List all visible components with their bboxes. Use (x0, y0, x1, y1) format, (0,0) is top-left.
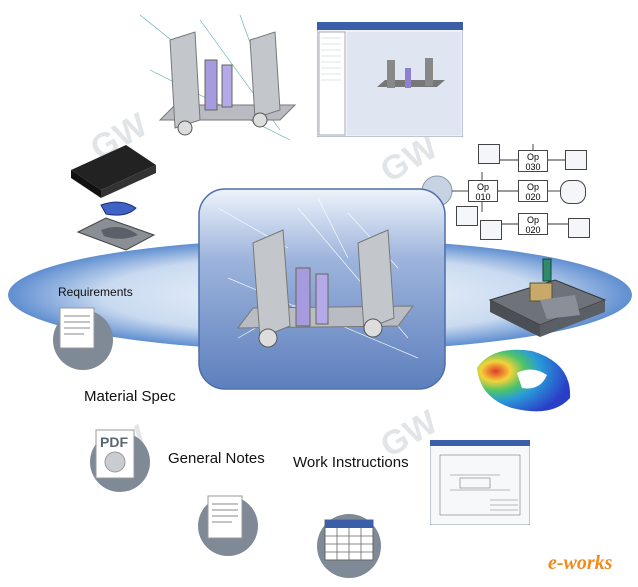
op-number: 010 (475, 192, 491, 202)
probe-icon (568, 218, 590, 238)
op-label: Op (526, 215, 539, 225)
pdf-document-icon: PDF (80, 422, 158, 494)
requirements-label: Requirements (58, 285, 133, 299)
op-label: Op (526, 152, 539, 162)
op-label: Op (526, 182, 539, 192)
fixture-drawing-top (139, 14, 297, 141)
tool-icon (478, 144, 500, 164)
general-notes-document-icon (198, 495, 258, 556)
op-label: Op (476, 182, 489, 192)
work-instructions-label: Work Instructions (293, 454, 409, 471)
work-instruction-drawing (430, 440, 530, 525)
spreadsheet-icon (317, 514, 381, 578)
op-number: 020 (525, 225, 541, 235)
general-notes-label: General Notes (168, 450, 265, 467)
eworks-logo: e-works (548, 552, 613, 574)
fixture-icon (456, 206, 478, 226)
chart-icon (565, 150, 587, 170)
op-number: 030 (525, 162, 541, 172)
requirements-document-icon (53, 307, 113, 370)
cnc-machine (488, 258, 607, 337)
material-spec-label: Material Spec (84, 388, 176, 405)
toolpath-icon (480, 220, 502, 240)
cad-software-screenshot (317, 22, 463, 137)
center-3d-model-panel (198, 188, 446, 390)
fea-result (477, 349, 571, 412)
pdf-label: PDF (100, 434, 128, 450)
machine-icon (560, 180, 586, 204)
toolpath-part (71, 145, 156, 251)
op-number: 020 (525, 192, 541, 202)
